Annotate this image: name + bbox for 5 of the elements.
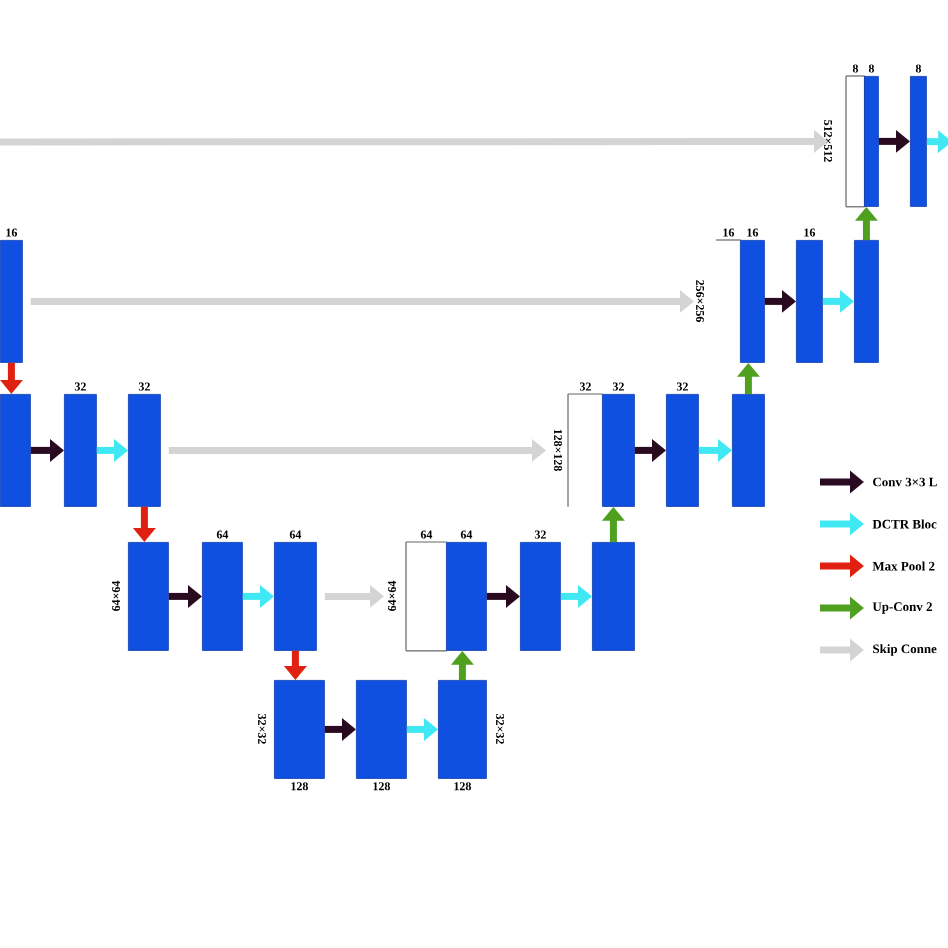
feature-block xyxy=(0,394,31,507)
feature-block xyxy=(592,542,635,651)
feature-block xyxy=(128,542,169,651)
feature-block xyxy=(854,240,879,363)
feature-block xyxy=(732,394,765,507)
